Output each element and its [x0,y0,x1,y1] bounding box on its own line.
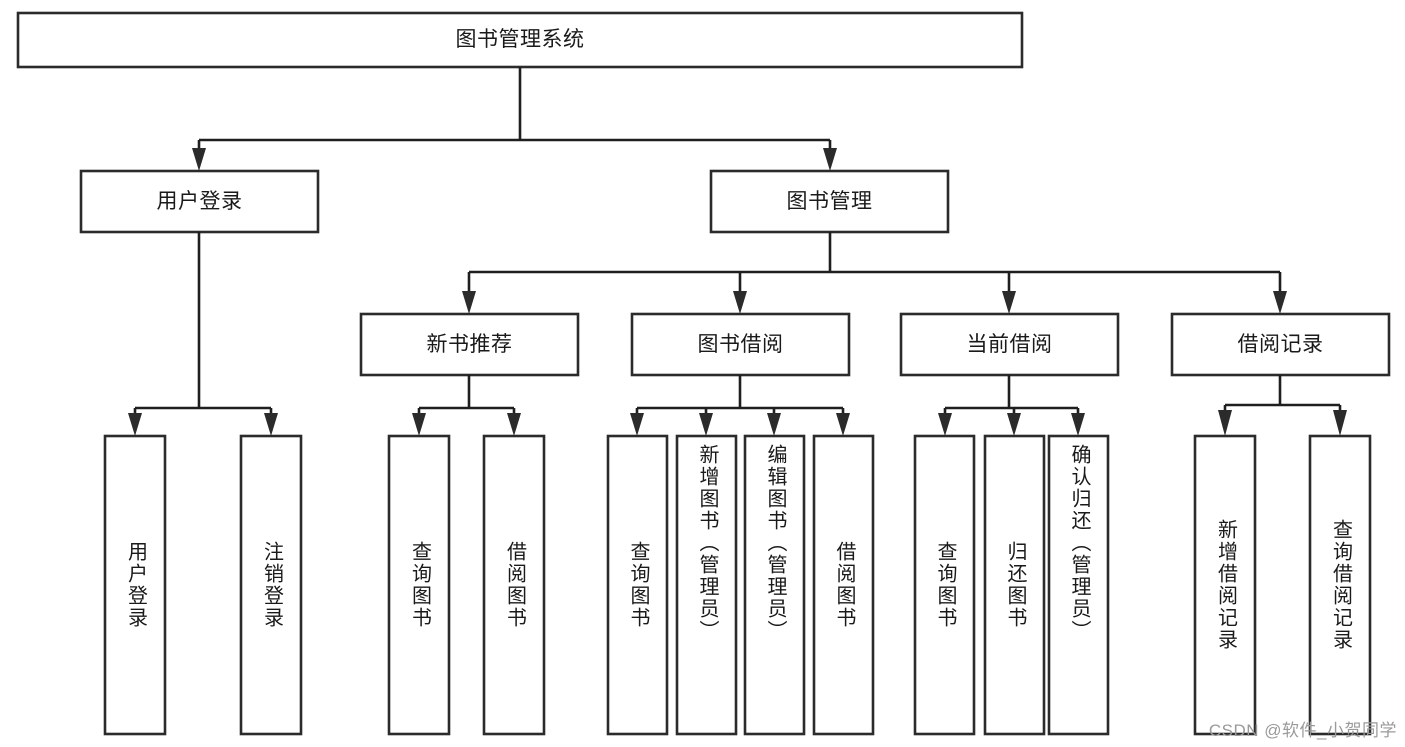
node-box-borrow-record[interactable] [1170,312,1391,377]
node-box-leaf-current-borrow-2[interactable] [1047,434,1110,736]
arrowhead-leaf-user-login-0 [128,413,142,436]
node-box-leaf-book-borrow-3[interactable] [812,434,875,736]
arrowhead-borrow-record [1273,291,1287,314]
arrowhead-leaf-current-borrow-2 [1071,413,1085,436]
node-box-new-book-recommend[interactable] [359,312,580,377]
arrowhead-book-borrow [733,291,747,314]
node-box-leaf-book-borrow-0[interactable] [606,434,669,736]
node-box-leaf-new-book-1[interactable] [482,434,546,736]
node-box-book-management[interactable] [709,169,950,234]
node-box-user-login[interactable] [79,169,320,234]
node-box-root[interactable] [16,11,1024,69]
node-box-current-borrow[interactable] [899,312,1120,377]
arrowhead-leaf-new-book-0 [412,413,426,436]
arrowhead-book-management [823,148,837,171]
node-box-leaf-book-borrow-2[interactable] [743,434,806,736]
arrowhead-leaf-book-borrow-3 [836,413,850,436]
node-box-leaf-current-borrow-1[interactable] [983,434,1046,736]
arrowhead-new-book-recommend [462,291,476,314]
arrowhead-leaf-book-borrow-0 [630,413,644,436]
node-box-leaf-book-borrow-1[interactable] [675,434,738,736]
arrowhead-leaf-user-login-1 [264,413,278,436]
node-box-leaf-borrow-record-0[interactable] [1193,434,1257,736]
node-box-leaf-new-book-0[interactable] [387,434,451,736]
arrowhead-leaf-book-borrow-2 [767,413,781,436]
node-box-leaf-borrow-record-1[interactable] [1308,434,1372,736]
node-box-leaf-current-borrow-0[interactable] [913,434,976,736]
arrowhead-leaf-current-borrow-1 [1007,413,1021,436]
arrowhead-leaf-borrow-record-0 [1218,410,1232,436]
arrowhead-current-borrow [1002,291,1016,314]
node-box-book-borrow[interactable] [630,312,851,377]
node-box-leaf-user-login-1[interactable] [239,434,303,736]
csdn-watermark: CSDN @软件_小贺同学 [1208,721,1397,740]
node-box-leaf-user-login-0[interactable] [103,434,167,736]
arrowhead-leaf-new-book-1 [507,413,521,436]
arrowhead-user-login [192,148,206,171]
arrowhead-leaf-book-borrow-1 [699,413,713,436]
arrowhead-leaf-borrow-record-1 [1333,410,1347,436]
arrowhead-leaf-current-borrow-0 [938,413,952,436]
